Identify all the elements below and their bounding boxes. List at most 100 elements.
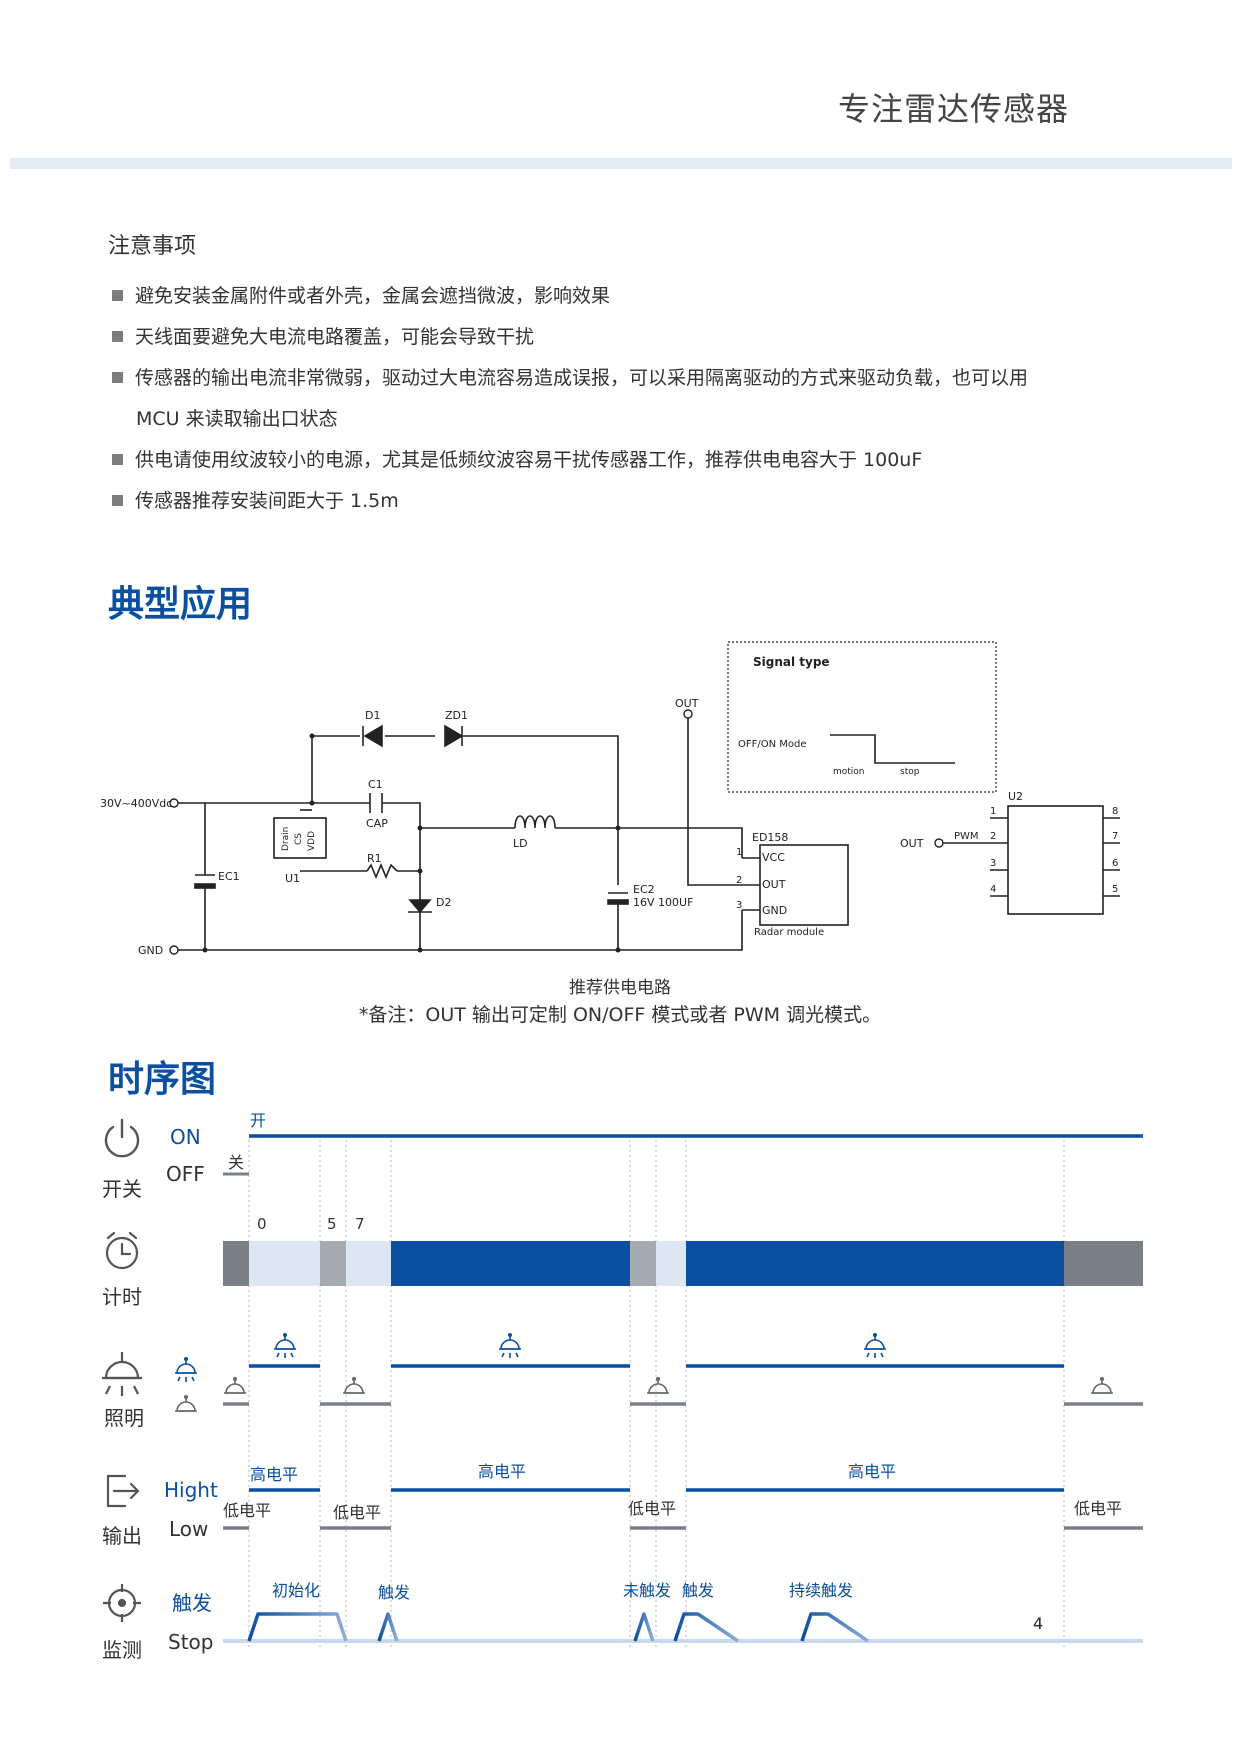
bullet-square-icon: [112, 290, 123, 301]
label-ld: LD: [513, 837, 528, 850]
label-u2-pin-1: 1: [990, 806, 996, 817]
alarm-clock-icon: [105, 1231, 139, 1270]
switch-open-label: 开: [250, 1111, 266, 1130]
note-item-continued: MCU 来读取输出口状态: [136, 408, 338, 430]
row-label-switch: 开关: [102, 1177, 142, 1201]
circuit-diagram: 30V~400Vdc GND D1 ZD1 C1 CAP R1 LD D2 EC…: [100, 641, 1120, 998]
label-pin-3: 3: [736, 900, 742, 911]
label-zd1: ZD1: [445, 709, 468, 722]
timer-mark-7: 7: [355, 1215, 365, 1233]
label-d1: D1: [365, 709, 380, 722]
section-title-typical-application: 典型应用: [108, 584, 253, 625]
lamp-on-icon: [175, 1358, 197, 1383]
label-c1: C1: [368, 778, 383, 791]
label-module: ED158: [752, 831, 788, 844]
row-label-monitor: 监测: [102, 1638, 142, 1660]
label-u2-pin-4: 4: [990, 884, 996, 895]
high-level-label: 高电平: [478, 1462, 526, 1481]
high-level-label: 高电平: [250, 1465, 298, 1484]
lamp-off-icon: [646, 1376, 670, 1394]
label-ec2-value: 16V 100UF: [633, 896, 693, 909]
low-level-label: 低电平: [223, 1501, 271, 1520]
no-trigger-label: 未触发: [623, 1581, 671, 1600]
label-vcc-pin: VCC: [762, 851, 785, 864]
page-number: 4: [1033, 1614, 1044, 1633]
bullet-square-icon: [112, 495, 123, 506]
label-ec2: EC2: [633, 883, 655, 896]
output-high-label: Hight: [164, 1478, 218, 1502]
row-label-output: 输出: [102, 1524, 142, 1548]
lamp-on-icon: [499, 1334, 521, 1359]
label-pwm: PWM: [954, 831, 979, 842]
ceiling-lamp-icon: [102, 1352, 142, 1396]
lamp-off-icon: [223, 1376, 247, 1394]
continuous-trigger-label: 持续触发: [789, 1581, 853, 1600]
lamp-off-icon: [174, 1394, 198, 1412]
section-title-timing: 时序图: [108, 1059, 217, 1100]
note-item: 传感器推荐安装间距大于 1.5m: [112, 481, 399, 522]
output-low-label: Low: [169, 1517, 208, 1541]
lamp-on-icon: [274, 1334, 296, 1359]
timer-mark-0: 0: [257, 1215, 267, 1233]
label-pin-2: 2: [736, 875, 742, 886]
label-gnd-pin: GND: [762, 904, 787, 917]
label-d2: D2: [436, 896, 451, 909]
lamp-off-icon: [1090, 1376, 1114, 1394]
lamp-on-icon: [864, 1334, 886, 1359]
timer-bar: [223, 1241, 1143, 1286]
notes-title: 注意事项: [108, 234, 197, 259]
brand-slogan: 专注雷达传感器: [838, 90, 1070, 128]
bullet-square-icon: [112, 454, 123, 465]
switch-off-label: OFF: [166, 1162, 205, 1186]
label-u2-pin-5: 5: [1112, 884, 1118, 895]
monitor-trigger-label: 触发: [172, 1591, 212, 1615]
label-cap: CAP: [366, 817, 388, 830]
monitor-stop-label: Stop: [168, 1630, 213, 1654]
application-note: *备注：OUT 输出可定制 ON/OFF 模式或者 PWM 调光模式。: [358, 1004, 882, 1026]
label-u2: U2: [1008, 790, 1023, 803]
label-ec1: EC1: [218, 870, 240, 883]
label-u2-pin-2: 2: [990, 831, 996, 842]
init-label: 初始化: [272, 1581, 320, 1600]
label-u2-pin-8: 8: [1112, 806, 1118, 817]
label-radar-module: Radar module: [754, 927, 824, 938]
timer-mark-5: 5: [327, 1215, 337, 1233]
label-u1: U1: [285, 872, 300, 885]
bullet-square-icon: [112, 372, 123, 383]
header-divider: [10, 158, 1232, 169]
label-u2-pin-6: 6: [1112, 858, 1118, 869]
trigger-label: 触发: [378, 1583, 410, 1602]
label-u2-out: OUT: [900, 837, 924, 850]
label-out-pin: OUT: [762, 878, 786, 891]
label-u1-cs: CS: [294, 833, 304, 845]
row-label-light: 照明: [104, 1406, 144, 1430]
label-motion: motion: [833, 767, 865, 777]
low-level-label: 低电平: [628, 1499, 676, 1518]
crosshair-target-icon: [103, 1584, 141, 1622]
note-item: 避免安装金属附件或者外壳，金属会遮挡微波，影响效果: [112, 276, 610, 317]
label-u1-drain: Drain: [281, 827, 291, 851]
label-pin-1: 1: [736, 847, 742, 858]
row-label-timer: 计时: [102, 1285, 142, 1309]
low-level-label: 低电平: [1074, 1499, 1122, 1518]
label-u2-pin-3: 3: [990, 858, 996, 869]
label-vin: 30V~400Vdc: [100, 797, 172, 810]
label-u1-vdd: VDD: [307, 831, 317, 851]
bullet-square-icon: [112, 331, 123, 342]
label-signal-type: Signal type: [753, 655, 830, 669]
high-level-label: 高电平: [848, 1462, 896, 1481]
label-gnd: GND: [138, 944, 163, 957]
note-item: 供电请使用纹波较小的电源，尤其是低频纹波容易干扰传感器工作，推荐供电电容大于 1…: [112, 440, 922, 481]
label-r1: R1: [367, 852, 382, 865]
label-out: OUT: [675, 697, 699, 710]
circuit-caption: 推荐供电电路: [569, 978, 671, 998]
switch-on-label: ON: [170, 1125, 201, 1149]
label-mode: OFF/ON Mode: [738, 739, 807, 750]
power-icon: [104, 1118, 140, 1158]
switch-close-label: 关: [228, 1153, 244, 1172]
output-arrow-icon: [106, 1474, 140, 1508]
label-u2-pin-7: 7: [1112, 831, 1118, 842]
timing-diagram: 开关 ON OFF 开 关 计时 0 5 7: [102, 1111, 1143, 1660]
low-level-label: 低电平: [333, 1503, 381, 1522]
trigger-label: 触发: [682, 1581, 714, 1600]
